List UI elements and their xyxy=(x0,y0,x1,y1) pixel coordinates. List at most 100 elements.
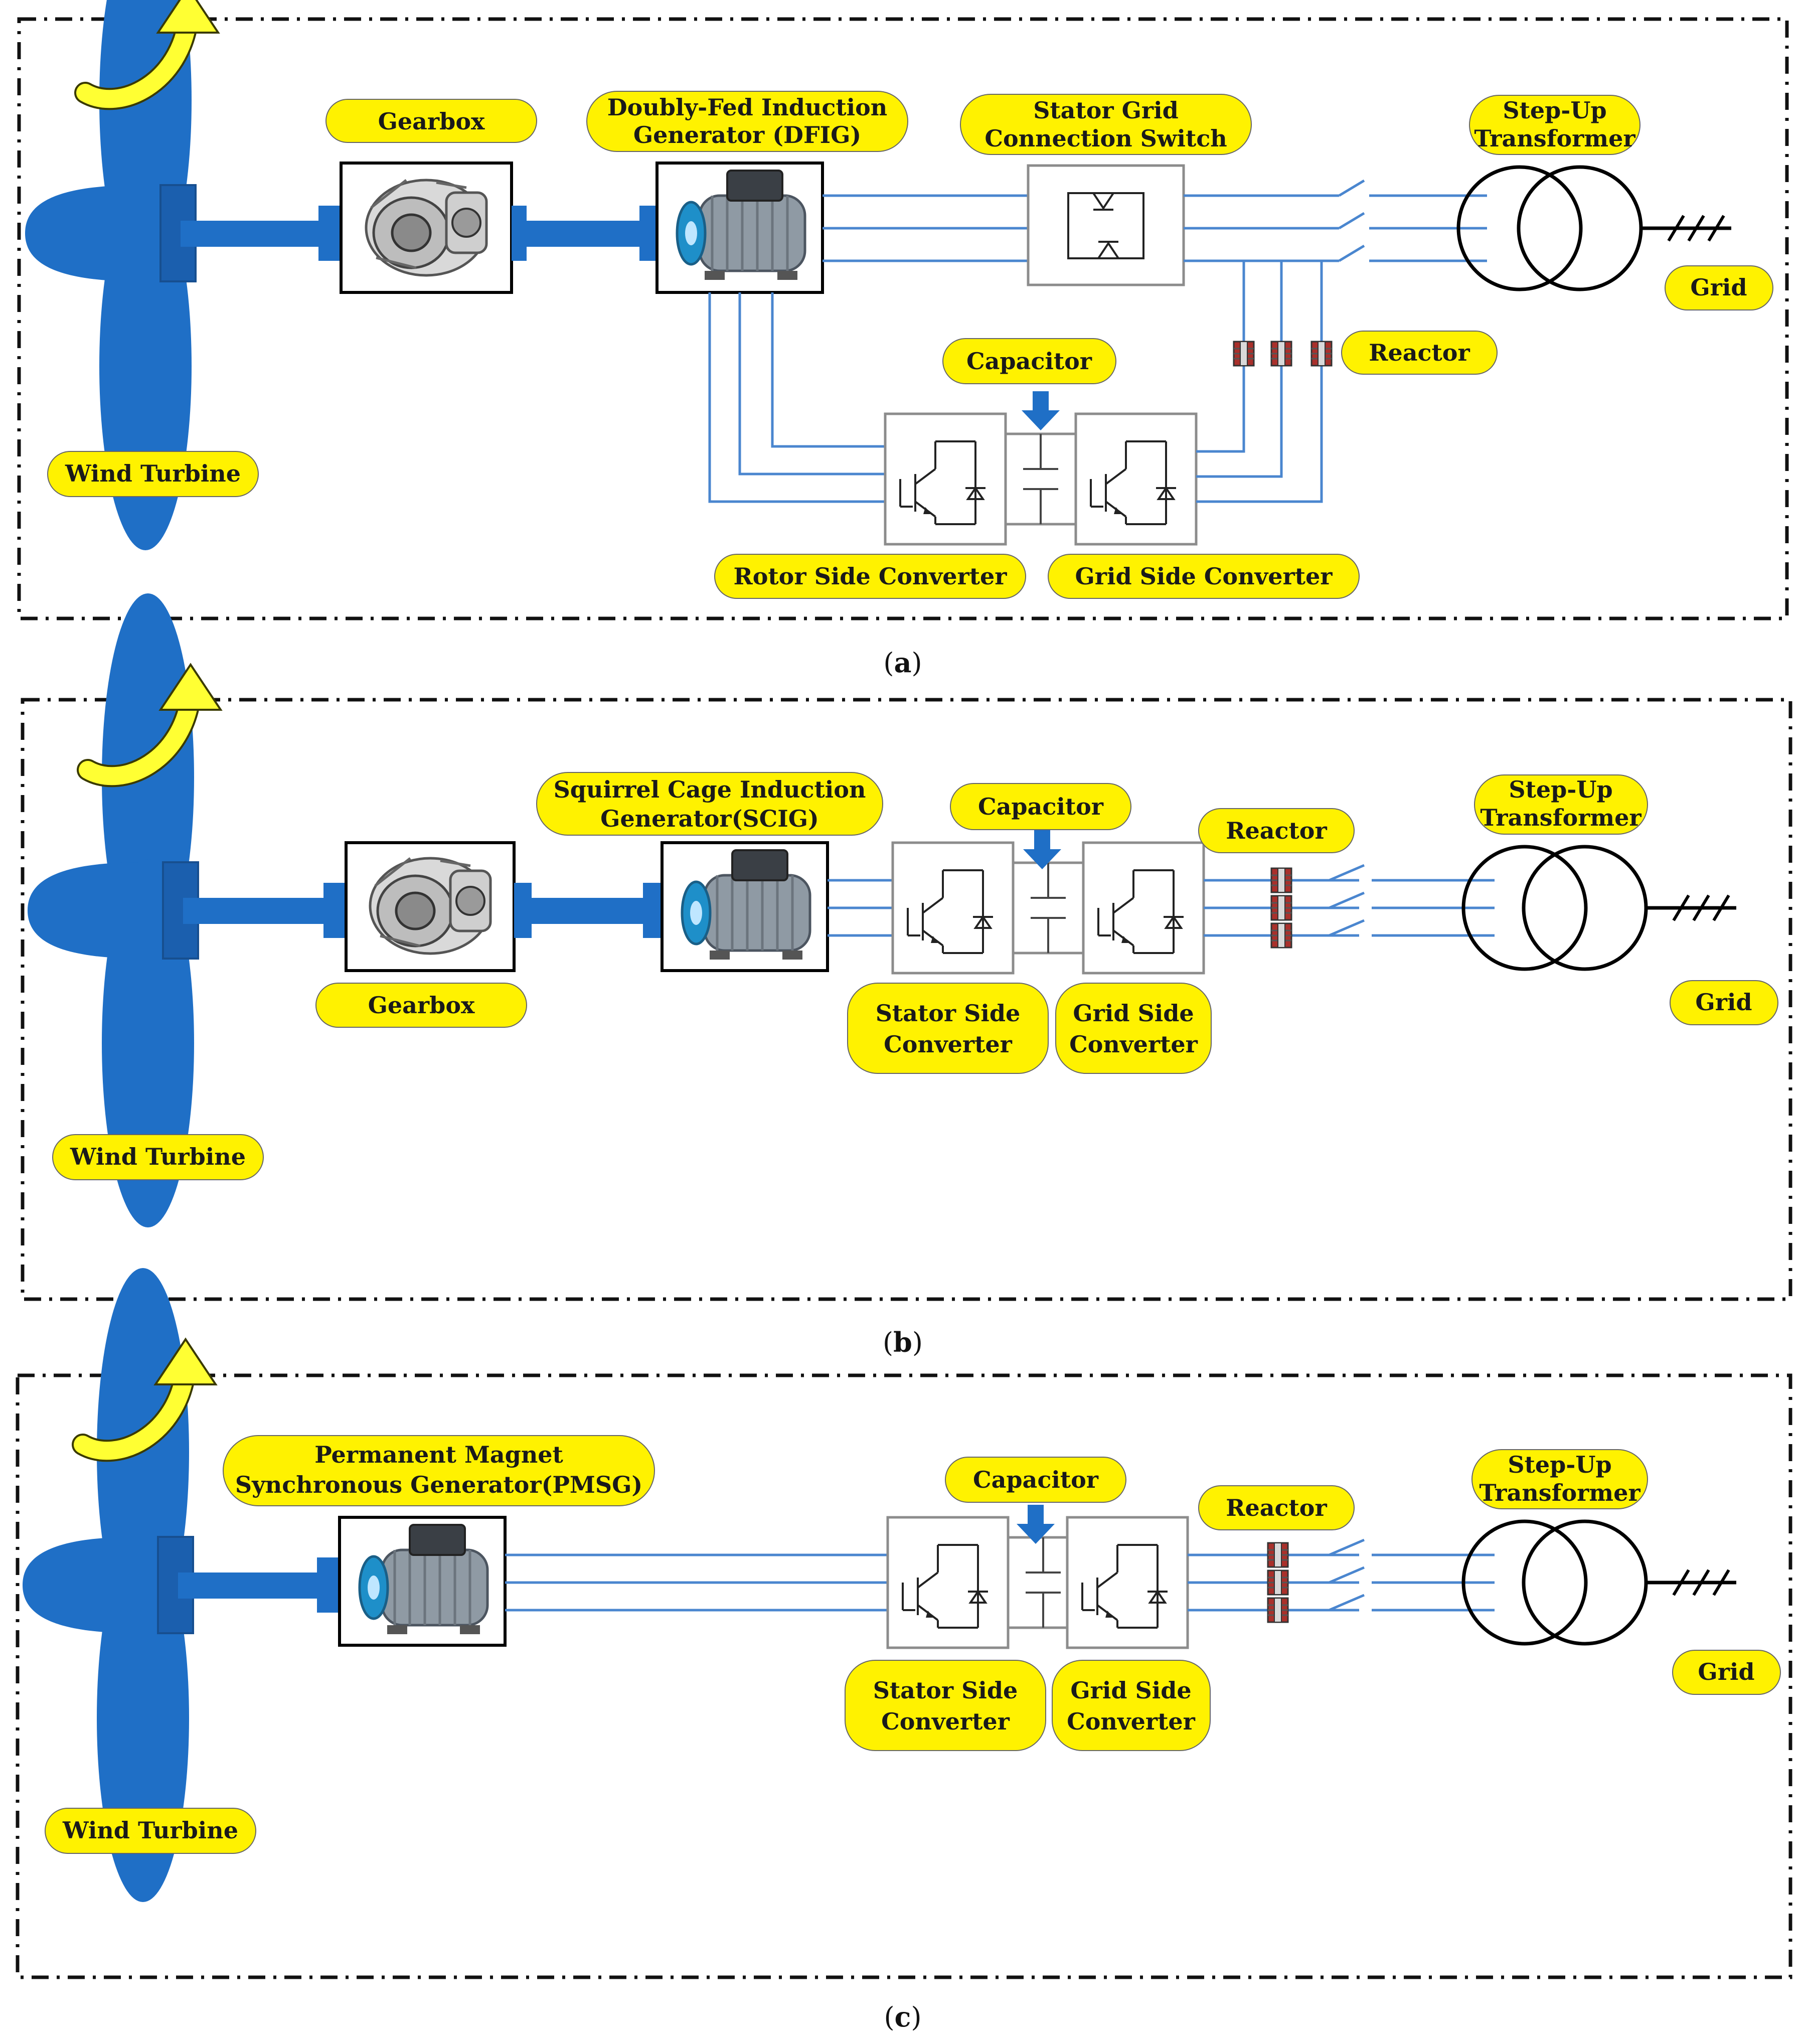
caption-a: (a) xyxy=(883,647,922,679)
svg-text:Grid: Grid xyxy=(1698,1658,1754,1685)
panel-a: Wind Turbine Gearbox Doubly-Fed Inductio… xyxy=(17,0,1789,679)
label-grid-side-converter: Grid Side Converter xyxy=(1055,983,1212,1074)
label-grid-side-converter: Grid Side Converter xyxy=(1048,554,1360,599)
grid-side-converter-box xyxy=(1076,414,1196,544)
label-dfig: Doubly-Fed Induction Generator (DFIG) xyxy=(586,91,908,152)
label-step-up-transformer: Step-Up Transformer xyxy=(1471,1449,1648,1509)
svg-text:Grid Side Converter: Grid Side Converter xyxy=(1075,563,1333,590)
svg-text:Grid: Grid xyxy=(1690,274,1747,301)
label-step-up-transformer: Step-Up Transformer xyxy=(1469,95,1640,155)
main-breaker-contacts xyxy=(1338,179,1365,262)
label-reactor: Reactor xyxy=(1198,808,1355,853)
svg-text:Stator Grid: Stator Grid xyxy=(1033,97,1179,124)
label-stator-side-converter: Stator Side Converter xyxy=(845,1660,1046,1751)
rotor-side-converter-box xyxy=(885,414,1006,544)
panel-c: Wind Turbine Permanent Magnet Synchronou… xyxy=(18,1268,1792,2033)
svg-text:Squirrel Cage Induction: Squirrel Cage Induction xyxy=(554,776,866,803)
label-grid: Grid xyxy=(1670,980,1778,1025)
generator-to-converter-lines xyxy=(505,1553,888,1612)
reactor-icon xyxy=(1267,1569,1289,1596)
capacitor-arrow-icon xyxy=(1022,391,1060,430)
thyristor-pair-icon xyxy=(1067,192,1144,259)
svg-text:Transformer: Transformer xyxy=(1479,1479,1640,1506)
svg-text:Synchronous Generator(PMSG): Synchronous Generator(PMSG) xyxy=(235,1471,642,1498)
svg-text:Stator Side: Stator Side xyxy=(876,1000,1021,1027)
svg-text:Permanent Magnet: Permanent Magnet xyxy=(314,1441,563,1468)
label-wind-turbine: Wind Turbine xyxy=(47,451,259,497)
shaft-coupling xyxy=(317,1557,340,1613)
main-shaft xyxy=(183,898,329,924)
svg-text:Capacitor: Capacitor xyxy=(973,1466,1099,1493)
converter-to-grid-lines xyxy=(1188,1553,1495,1612)
svg-text:Reactor: Reactor xyxy=(1369,339,1470,366)
grid-symbol-icon xyxy=(1646,895,1736,920)
label-scig: Squirrel Cage Induction Generator(SCIG) xyxy=(536,772,883,836)
gearbox-icon xyxy=(370,858,490,954)
reactor-icon xyxy=(1310,341,1333,367)
svg-text:Stator Side: Stator Side xyxy=(873,1677,1018,1704)
svg-text:Transformer: Transformer xyxy=(1480,804,1641,831)
svg-text:Wind Turbine: Wind Turbine xyxy=(70,1143,246,1170)
label-reactor: Reactor xyxy=(1341,331,1498,375)
hs-coupling-left xyxy=(512,206,527,261)
label-grid-side-converter: Grid Side Converter xyxy=(1052,1660,1211,1751)
svg-text:Transformer: Transformer xyxy=(1474,125,1635,152)
hs-coupling-left xyxy=(514,883,532,938)
breaker-contacts xyxy=(1329,1538,1365,1612)
label-pmsg: Permanent Magnet Synchronous Generator(P… xyxy=(223,1435,655,1506)
label-step-up-transformer: Step-Up Transformer xyxy=(1474,774,1648,835)
svg-text:Converter: Converter xyxy=(884,1031,1012,1058)
stator-grid-switch-box xyxy=(1027,164,1185,286)
stator-lines xyxy=(823,194,1028,262)
dc-link-capacitor-box xyxy=(1006,434,1076,524)
label-stator-side-converter: Stator Side Converter xyxy=(847,983,1049,1074)
svg-text:Connection Switch: Connection Switch xyxy=(984,125,1227,152)
panel-a-border xyxy=(17,17,1789,620)
main-shaft xyxy=(178,1573,323,1599)
svg-text:Capacitor: Capacitor xyxy=(978,793,1104,820)
svg-text:Converter: Converter xyxy=(1067,1708,1195,1735)
gearbox-icon xyxy=(366,180,486,275)
grid-symbol-icon xyxy=(1641,216,1731,241)
reactor-icon xyxy=(1270,341,1292,367)
svg-text:Step-Up: Step-Up xyxy=(1503,97,1606,124)
reactor-icon xyxy=(1270,867,1292,893)
label-wind-turbine: Wind Turbine xyxy=(52,1134,264,1180)
stator-side-converter-box xyxy=(893,843,1013,973)
panel-b-border xyxy=(21,698,1792,1301)
hs-shaft xyxy=(512,221,657,247)
label-gearbox: Gearbox xyxy=(325,99,537,143)
converter-to-grid-lines xyxy=(1204,879,1495,937)
svg-text:Grid: Grid xyxy=(1695,989,1752,1016)
label-gearbox: Gearbox xyxy=(315,983,527,1028)
reactor-icon xyxy=(1270,922,1292,949)
label-reactor: Reactor xyxy=(1198,1485,1355,1530)
generator-to-converter-lines xyxy=(828,879,893,937)
main-shaft xyxy=(181,221,326,247)
grid-side-converter-box xyxy=(1067,1517,1188,1648)
breaker-contacts xyxy=(1329,864,1365,937)
svg-text:Converter: Converter xyxy=(881,1708,1010,1735)
svg-text:Wind Turbine: Wind Turbine xyxy=(65,460,241,487)
label-capacitor: Capacitor xyxy=(945,1457,1126,1503)
label-wind-turbine: Wind Turbine xyxy=(45,1808,256,1854)
svg-text:Capacitor: Capacitor xyxy=(966,348,1092,375)
grid-side-converter-box xyxy=(1083,843,1204,973)
svg-text:Doubly-Fed Induction: Doubly-Fed Induction xyxy=(607,94,888,121)
svg-text:Step-Up: Step-Up xyxy=(1508,1451,1611,1478)
reactor-icon xyxy=(1267,1542,1289,1568)
label-capacitor: Capacitor xyxy=(950,783,1131,830)
label-grid: Grid xyxy=(1665,265,1773,310)
shaft-coupling xyxy=(323,883,346,938)
svg-text:Wind Turbine: Wind Turbine xyxy=(62,1817,238,1844)
svg-text:Step-Up: Step-Up xyxy=(1509,776,1612,803)
svg-text:Gearbox: Gearbox xyxy=(368,992,475,1019)
caption-c: (c) xyxy=(884,2001,921,2033)
hs-shaft xyxy=(514,898,662,924)
stator-side-converter-box xyxy=(888,1517,1008,1648)
svg-text:Converter: Converter xyxy=(1069,1031,1198,1058)
label-grid: Grid xyxy=(1672,1650,1781,1695)
label-stator-grid-switch: Stator Grid Connection Switch xyxy=(960,94,1252,155)
dc-link-capacitor-box xyxy=(1013,863,1083,953)
hs-coupling-right xyxy=(639,206,657,261)
